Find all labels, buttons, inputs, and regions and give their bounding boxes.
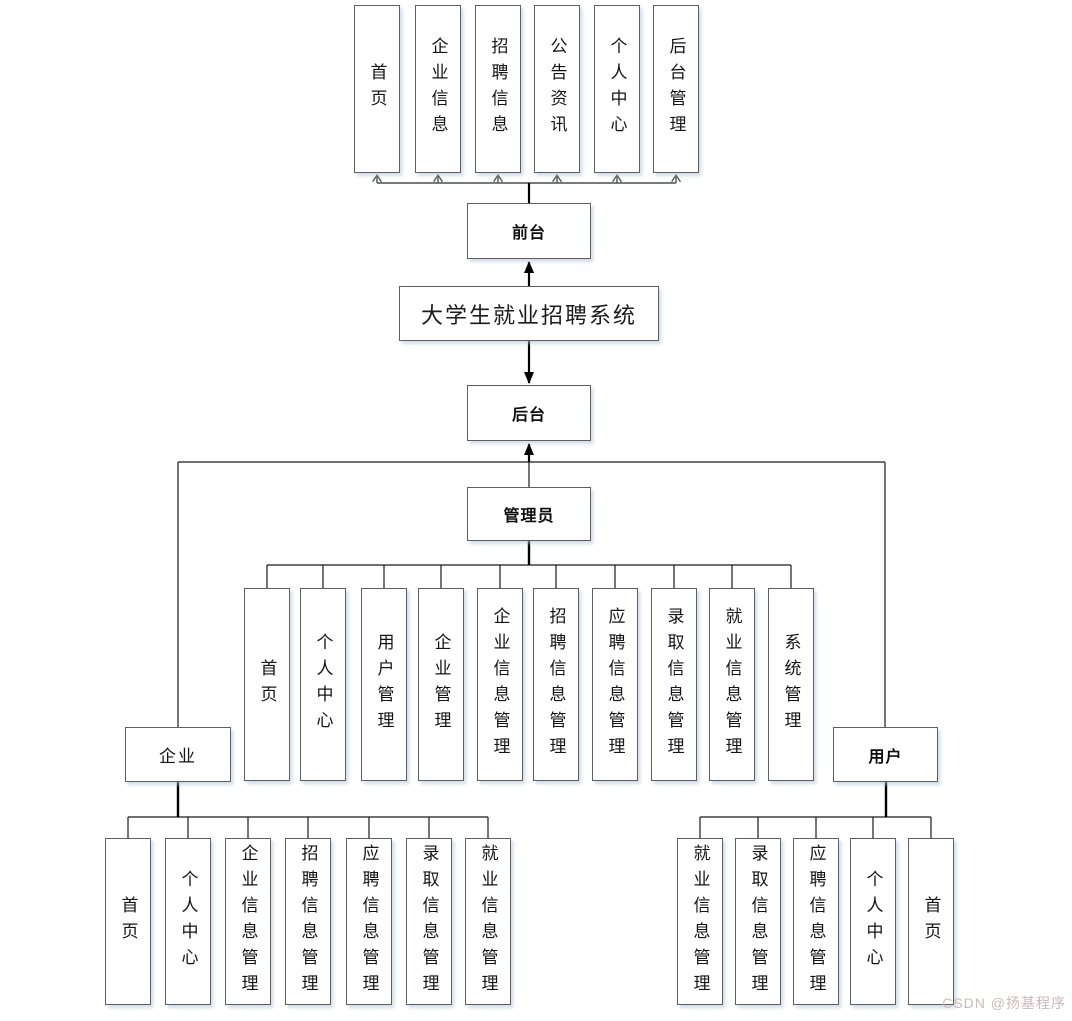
node-label: 招聘信息: [488, 37, 508, 141]
node-label: 招聘信息管理: [546, 606, 566, 763]
node-admin-system-mgmt: 系统管理: [768, 588, 814, 781]
node-label: 首页: [367, 63, 387, 115]
node-user: 用户: [833, 727, 938, 782]
front-bus-connector: [377, 176, 676, 184]
node-system-title: 大学生就业招聘系统: [399, 286, 659, 341]
node-label: 后台管理: [666, 37, 686, 141]
node-backend: 后台: [467, 385, 591, 441]
node-label: 用户: [868, 748, 903, 766]
node-front-enterprise-info: 企业信息: [415, 5, 461, 173]
node-enterprise: 企业: [125, 727, 231, 782]
node-label: 首页: [257, 658, 277, 711]
csdn-watermark: CSDN @扬基程序: [942, 995, 1066, 1011]
node-label: 企业信息管理: [238, 843, 258, 1000]
node-front-personal-center: 个人中心: [594, 5, 640, 173]
node-ent-personal-center: 个人中心: [165, 838, 211, 1005]
node-admin-home: 首页: [244, 588, 290, 781]
node-label: 用户管理: [374, 632, 394, 737]
node-label: 管理员: [503, 508, 555, 525]
node-label: 公告资讯: [547, 37, 567, 141]
node-admin-admission-info-mgmt: 录取信息管理: [651, 588, 697, 781]
node-front-recruit-info: 招聘信息: [475, 5, 521, 173]
node-label: 个人中心: [313, 632, 333, 737]
node-label: 录取信息管理: [748, 843, 768, 1000]
node-label: 个人中心: [607, 37, 627, 141]
node-admin-employment-info-mgmt: 就业信息管理: [709, 588, 755, 781]
node-label: 个人中心: [178, 869, 198, 974]
node-label: 首页: [118, 895, 138, 948]
node-label: 就业信息管理: [478, 843, 498, 1000]
node-label: 就业信息管理: [722, 606, 742, 763]
node-admin-enterprise-mgmt: 企业管理: [418, 588, 464, 781]
node-label: 录取信息管理: [419, 843, 439, 1000]
node-label: 录取信息管理: [664, 606, 684, 763]
node-label: 应聘信息管理: [605, 606, 625, 763]
node-admin-apply-info-mgmt: 应聘信息管理: [592, 588, 638, 781]
node-admin-user-mgmt: 用户管理: [361, 588, 407, 781]
node-label: 应聘信息管理: [806, 843, 826, 1000]
node-label: 首页: [921, 895, 941, 948]
node-user-personal-center: 个人中心: [850, 838, 896, 1005]
page-title: 大学生就业招聘系统: [420, 302, 637, 328]
node-front-announcement: 公告资讯: [534, 5, 580, 173]
node-admin-recruit-info-mgmt: 招聘信息管理: [533, 588, 579, 781]
node-frontend: 前台: [467, 203, 591, 259]
node-user-home: 首页: [908, 838, 954, 1005]
node-label: 企业信息管理: [490, 606, 510, 763]
node-front-backend-mgmt: 后台管理: [653, 5, 699, 173]
node-label: 企业: [159, 747, 197, 766]
node-ent-apply-info-mgmt: 应聘信息管理: [346, 838, 392, 1005]
node-admin-personal-center: 个人中心: [300, 588, 346, 781]
node-label: 后台: [511, 407, 546, 424]
node-user-apply-info-mgmt: 应聘信息管理: [793, 838, 839, 1005]
branch-drop-lines: [176, 541, 888, 817]
node-admin: 管理员: [467, 487, 591, 541]
node-label: 前台: [511, 225, 546, 242]
node-label: 企业信息: [428, 37, 448, 141]
node-user-admission-info-mgmt: 录取信息管理: [735, 838, 781, 1005]
node-label: 就业信息管理: [690, 843, 710, 1000]
node-ent-admission-info-mgmt: 录取信息管理: [406, 838, 452, 1005]
node-label: 个人中心: [863, 869, 883, 974]
node-label: 企业管理: [431, 632, 451, 737]
node-ent-home: 首页: [105, 838, 151, 1005]
node-front-home: 首页: [354, 5, 400, 173]
node-ent-recruit-info-mgmt: 招聘信息管理: [285, 838, 331, 1005]
node-ent-employment-info-mgmt: 就业信息管理: [465, 838, 511, 1005]
node-admin-enterprise-info-mgmt: 企业信息管理: [477, 588, 523, 781]
node-label: 招聘信息管理: [298, 843, 318, 1000]
node-user-employment-info-mgmt: 就业信息管理: [677, 838, 723, 1005]
node-label: 应聘信息管理: [359, 843, 379, 1000]
node-ent-enterprise-info-mgmt: 企业信息管理: [225, 838, 271, 1005]
node-label: 系统管理: [781, 632, 801, 737]
